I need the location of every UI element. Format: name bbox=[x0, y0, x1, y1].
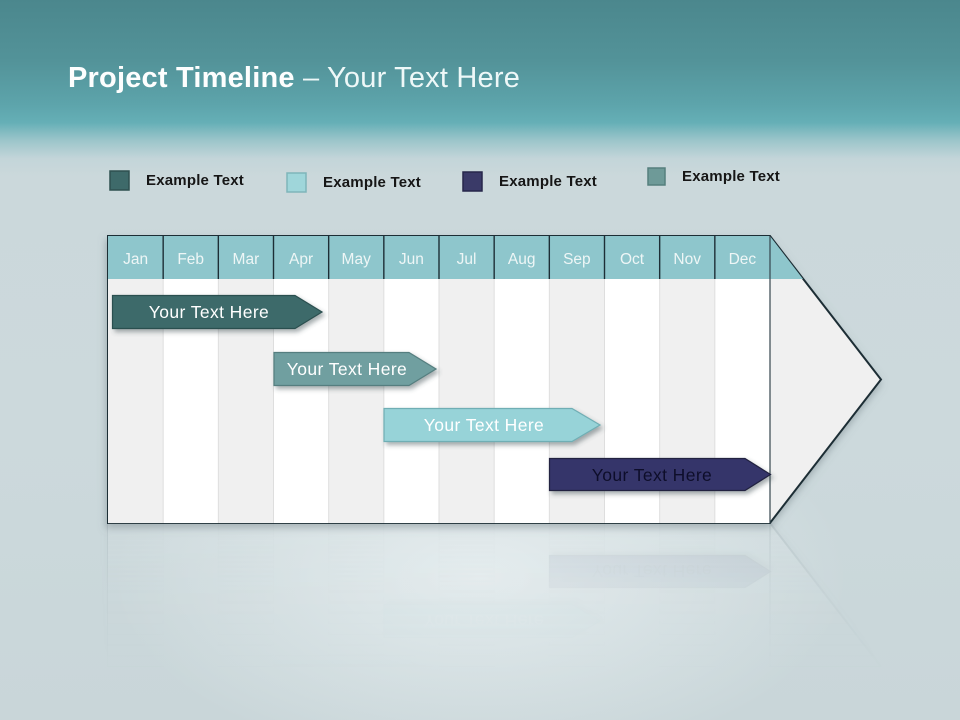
month-column bbox=[163, 236, 219, 523]
month-label: Jun bbox=[399, 251, 424, 268]
title-subtitle: – Your Text Here bbox=[302, 62, 521, 94]
gantt-bars: Your Text Here Your Text Here Your Text … bbox=[111, 294, 772, 492]
month-label: Oct bbox=[620, 251, 645, 268]
month-labels: Jan Feb Mar Apr May Jun Jul Aug Sep Oct … bbox=[123, 251, 756, 268]
legend-swatch-icon bbox=[462, 170, 483, 192]
month-label: May bbox=[342, 251, 372, 268]
legend-item: Example Text bbox=[286, 171, 421, 193]
page-title: Project Timeline – Your Text Here bbox=[68, 62, 520, 95]
legend-label: Example Text bbox=[682, 167, 780, 185]
timeline-reflection bbox=[108, 523, 881, 720]
gantt-bar-3: Your Text Here bbox=[383, 407, 602, 443]
legend-label: Example Text bbox=[499, 172, 597, 190]
legend-item: Example Text bbox=[109, 169, 244, 191]
month-label: Aug bbox=[508, 251, 536, 268]
month-column bbox=[494, 236, 550, 523]
gantt-bar-label: Your Text Here bbox=[287, 359, 407, 379]
legend-label: Example Text bbox=[146, 171, 244, 189]
month-label: Feb bbox=[177, 251, 204, 268]
month-label: Sep bbox=[563, 251, 591, 268]
title-main: Project Timeline bbox=[68, 62, 295, 94]
gantt-bar-2: Your Text Here bbox=[273, 351, 438, 387]
legend-swatch-icon bbox=[286, 171, 307, 193]
legend-item: Example Text bbox=[647, 165, 780, 187]
gantt-bar-label: Your Text Here bbox=[592, 465, 712, 485]
month-label: Jul bbox=[457, 251, 477, 268]
month-header-separators bbox=[162, 236, 771, 523]
month-column bbox=[439, 236, 495, 523]
gantt-bar-1: Your Text Here bbox=[111, 294, 324, 330]
month-header-band bbox=[108, 236, 803, 279]
month-label: Mar bbox=[233, 251, 260, 268]
gantt-bar-label: Your Text Here bbox=[149, 302, 269, 322]
gantt-bar-4: Your Text Here bbox=[548, 457, 772, 492]
legend-swatch-icon bbox=[647, 166, 666, 186]
month-label: Apr bbox=[289, 251, 313, 268]
month-label: Jan bbox=[123, 251, 148, 268]
month-label: Dec bbox=[729, 251, 757, 268]
gantt-bar-label: Your Text Here bbox=[424, 415, 544, 435]
month-column bbox=[108, 236, 164, 523]
legend-item: Example Text bbox=[462, 170, 597, 192]
legend-swatch-icon bbox=[109, 169, 130, 191]
month-column bbox=[218, 236, 274, 523]
legend-label: Example Text bbox=[323, 173, 421, 191]
month-label: Nov bbox=[673, 251, 701, 268]
